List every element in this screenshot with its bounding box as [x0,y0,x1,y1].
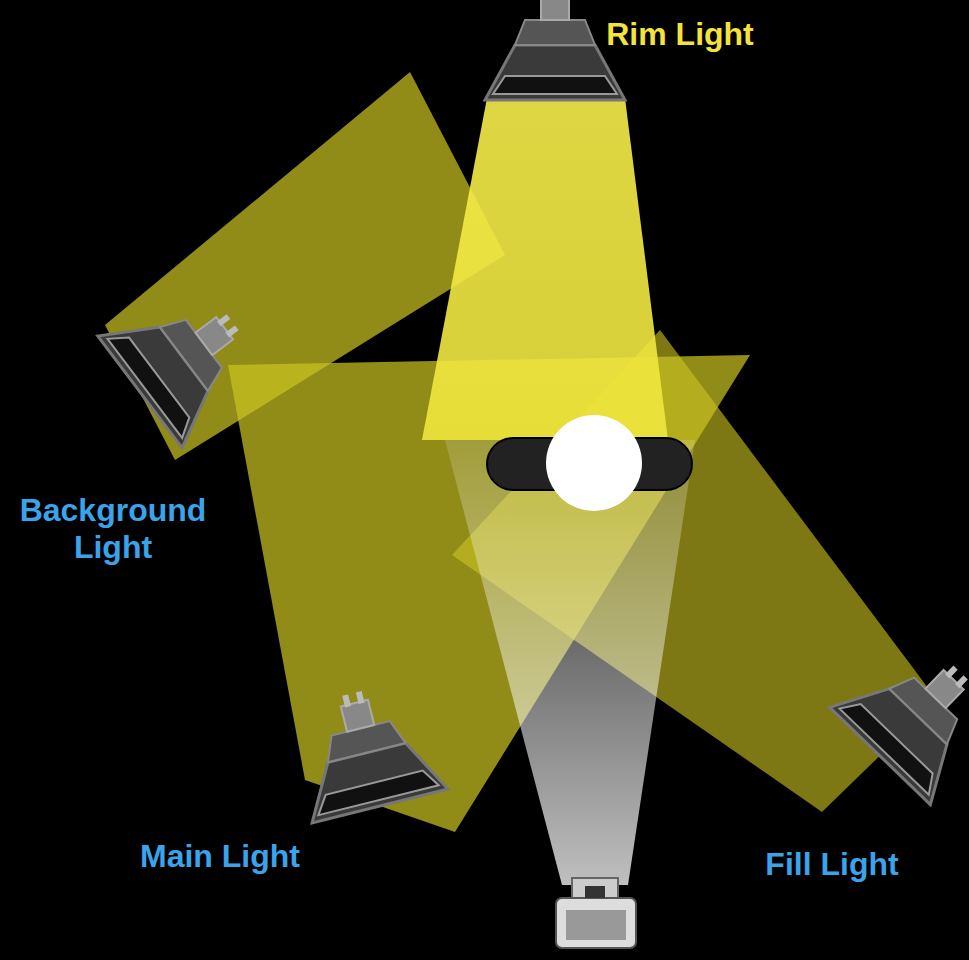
subject-head [546,415,642,511]
background-light-label: Background Light [8,492,218,566]
camera-view [445,440,695,885]
main-light-label: Main Light [120,838,320,875]
main-lamp [284,677,448,823]
rim-lamp [485,0,625,100]
rim-light-label: Rim Light [580,16,780,53]
rim-beam [422,98,668,440]
camera [556,878,636,948]
fill-light-label: Fill Light [742,846,922,883]
background-lamp [98,266,275,448]
fill-lamp [830,624,969,805]
